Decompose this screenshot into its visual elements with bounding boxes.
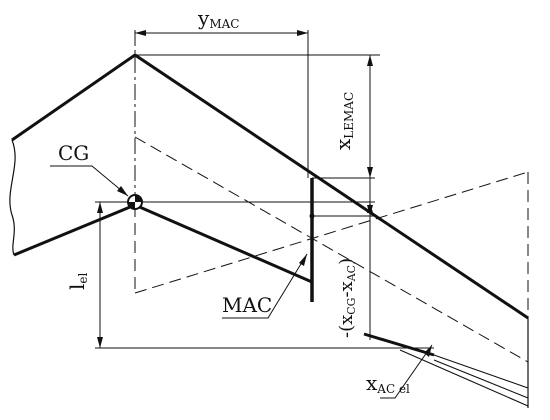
- wing-trailing-edge-outer: [363, 332, 435, 357]
- wing-trailing-edge: [13, 203, 313, 284]
- mac-leader-line: [222, 253, 308, 319]
- mac-label: MAC: [222, 293, 272, 317]
- y-mac-label: yMAC: [197, 6, 239, 31]
- x-lemac-label: xLEMAC: [331, 92, 356, 150]
- cg-minus-ac-label: -(xCG-xAC): [336, 258, 358, 338]
- x-lemac-arrow-top: [367, 55, 373, 66]
- x-ac-el-leader-arrow: [424, 345, 432, 357]
- x-ac-el-label: xAC el: [366, 371, 410, 396]
- tail-leading-edge-dashed: [134, 171, 529, 294]
- y-mac-arrow-right: [297, 30, 308, 36]
- x-lemac-arrow-bottom: [367, 167, 373, 178]
- cg-leader-line: [50, 165, 129, 197]
- l-el-arrow-bottom: [97, 337, 103, 348]
- y-mac-arrow-left: [135, 30, 146, 36]
- tail-trailing-edge-2: [433, 359, 529, 399]
- l-el-arrow-top: [97, 202, 103, 213]
- cg-label: CG: [58, 141, 89, 165]
- tail-trailing-edge: [433, 354, 529, 389]
- tail-tip-edge: [399, 349, 529, 407]
- cg-symbol-icon: [127, 194, 143, 210]
- mac-leader-arrow: [299, 254, 307, 266]
- cg-ac-arrow-bottom: [367, 205, 373, 216]
- mac-midpoint-dot: [309, 213, 315, 219]
- cg-leader-arrow: [117, 186, 128, 196]
- l-el-label: lel: [65, 272, 90, 290]
- x-ac-el-leader-line: [380, 344, 433, 399]
- quarter-chord-line: [134, 136, 529, 363]
- fuselage-cut-line: [9, 139, 16, 256]
